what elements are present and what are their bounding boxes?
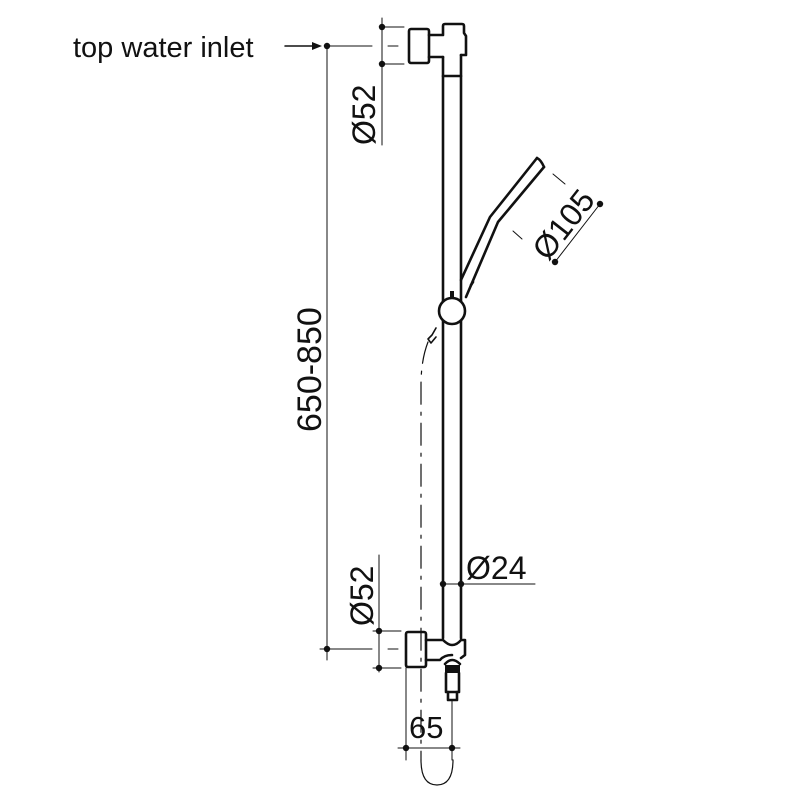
top-inlet-callout (284, 42, 399, 50)
top-flange-dimension (378, 17, 405, 146)
slide-rail (441, 53, 463, 640)
offset-dimension (397, 667, 461, 761)
rail-dimension (439, 580, 536, 588)
height-dimension (319, 45, 399, 661)
hand-shower (459, 156, 546, 299)
bottom-flange-dimension (372, 554, 402, 673)
handset-dia-label: Ø105 (525, 182, 602, 266)
bottom-wall-bracket (404, 630, 467, 702)
height-range-label: 650-850 (291, 307, 329, 432)
hose (420, 327, 454, 786)
bottom-flange-dia-label: Ø52 (344, 566, 380, 626)
offset-label: 65 (409, 710, 443, 745)
top-inlet-label: top water inlet (73, 32, 254, 64)
rail-dia-label: Ø24 (466, 550, 526, 586)
top-wall-bracket (407, 22, 468, 78)
top-flange-dia-label: Ø52 (346, 85, 382, 145)
slider (437, 291, 467, 326)
handset-dimension (512, 173, 604, 266)
